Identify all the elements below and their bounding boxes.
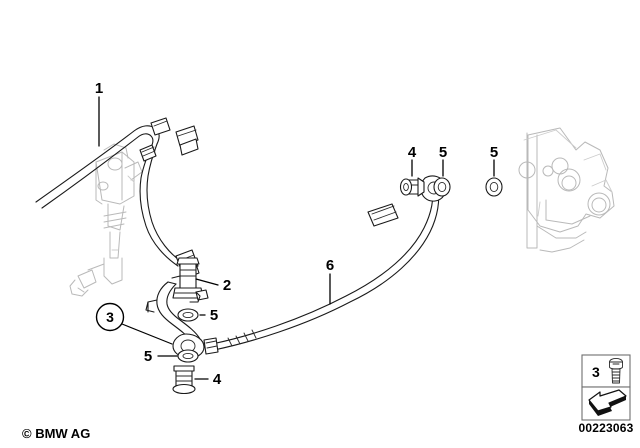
part-5-sealing-ring-top-left — [433, 177, 451, 197]
callout-label-4-top: 4 — [408, 144, 417, 161]
leader-3 — [121, 323, 173, 345]
callout-label-2: 2 — [223, 277, 231, 294]
part-4-banjo-bolt-top — [399, 177, 425, 197]
callout-label-6: 6 — [326, 257, 334, 274]
part-5-sealing-ring-mid — [177, 308, 199, 322]
callout-label-4-bottom: 4 — [213, 371, 222, 388]
leader-2 — [195, 278, 219, 286]
arrow-icon — [588, 389, 627, 416]
bolt-icon — [609, 357, 623, 384]
legend-number: 3 — [592, 364, 600, 380]
callout-label-5-mid: 5 — [210, 307, 218, 324]
part-2-hose-fitting — [172, 257, 209, 301]
callout-label-5-top-right: 5 — [490, 144, 498, 161]
copyright-notice: © BMW AG — [22, 426, 90, 441]
callout-label-1: 1 — [95, 80, 103, 97]
part-number: 00223063 — [579, 421, 634, 435]
legend-box: 3 — [581, 354, 631, 421]
part-5-sealing-ring-top-right — [485, 177, 503, 197]
hose-end-nipple-upper — [175, 125, 199, 156]
leader-lines — [98, 96, 495, 380]
ghost-clutch-master-cylinder — [69, 143, 143, 297]
ghost-brake-caliper — [518, 127, 615, 253]
legend-cell-bolt — [581, 354, 631, 388]
part-1-brake-hose — [35, 117, 200, 280]
part-5-sealing-ring-low — [177, 349, 199, 363]
callout-label-5-top-left: 5 — [439, 144, 447, 161]
callout-label-3: 3 — [106, 309, 114, 325]
callout-3-circle — [95, 302, 125, 332]
part-4-banjo-bolt-bottom — [172, 365, 196, 395]
callout-label-5-low: 5 — [144, 348, 152, 365]
